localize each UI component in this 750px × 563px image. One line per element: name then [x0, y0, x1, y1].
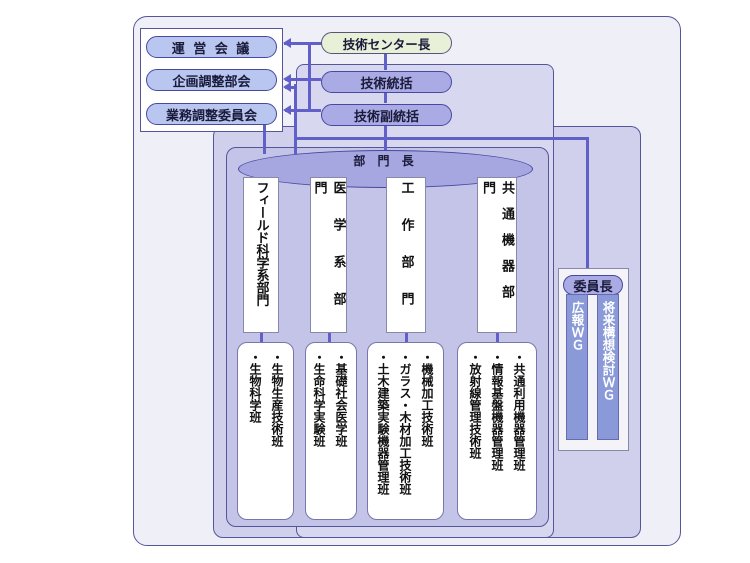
connector-gm-committee: [285, 78, 321, 81]
dept-field-science: フィールド科学系部門: [243, 177, 279, 333]
team-civil-engineering: ・土木建築実験機器管理班: [376, 351, 390, 495]
general-manager-node: 技術統括: [321, 71, 452, 93]
team-info-infrastructure: ・情報基盤機器管理班: [490, 351, 504, 471]
division-head-label: 部 門 長: [353, 153, 418, 168]
team-bio-production: ・生物生産技術班: [270, 351, 284, 447]
wg-public-relations: 広報ＷＧ: [566, 294, 588, 440]
connector-gm-deputy: [384, 93, 387, 103]
wg-future-planning-label: 将来構想検討ＷＧ: [600, 301, 616, 401]
connector-director-committee: [284, 42, 322, 45]
connector-planning-down: [294, 84, 297, 154]
team-social-medicine: ・基礎社会医学班: [334, 351, 348, 447]
connector-director-gm: [384, 52, 387, 70]
arrowhead-planning-2: [283, 82, 291, 92]
team-radiation: ・放射線管理技術班: [468, 351, 482, 459]
connector-dept3-team: [405, 332, 408, 344]
committee-operations-meeting: 運 営 会 議: [146, 36, 277, 58]
team-bio-science: ・生物科学班: [248, 351, 262, 423]
director-node: 技術センター長: [321, 32, 452, 54]
arrowhead-operations: [283, 38, 291, 48]
committee-chair-node: 委員長: [563, 275, 623, 295]
arrowhead-business: [283, 105, 291, 115]
committee-operations-coordination: 業務調整委員会: [146, 103, 277, 125]
team-life-science: ・生命科学実験班: [312, 351, 326, 447]
teams-common-equipment: ・共通利用機器管理班 ・情報基盤機器管理班 ・放射線管理技術班: [457, 342, 537, 520]
connector-dept2-team: [328, 332, 331, 344]
dept-workshop: 工作部門: [386, 177, 426, 333]
connector-side-vertical: [308, 44, 311, 110]
connector-main-horizontal: [294, 137, 587, 140]
dept-medical-label: 医学系部門: [311, 181, 346, 329]
connector-to-chair: [586, 137, 589, 277]
connector-dept1-team: [260, 332, 263, 344]
dept-workshop-label: 工作部門: [398, 181, 414, 329]
wg-public-relations-label: 広報ＷＧ: [569, 301, 585, 351]
committee-planning-subcommittee: 企画調整部会: [146, 69, 277, 91]
dept-common-equipment-label: 共通機器部門: [480, 181, 514, 311]
connector-dept4-team: [496, 332, 499, 344]
team-glass-wood: ・ガラス・木材加工技術班: [398, 351, 412, 495]
arrowhead-planning: [283, 74, 291, 84]
team-machining: ・機械加工技術班: [420, 351, 434, 447]
dept-common-equipment: 共通機器部門: [477, 177, 517, 333]
dept-field-science-label: フィールド科学系部門: [253, 181, 269, 306]
dept-medical: 医学系部門: [310, 177, 347, 333]
team-shared-equipment: ・共通利用機器管理班: [512, 351, 526, 471]
connector-committee-division: [263, 125, 266, 154]
teams-field-science: ・生物生産技術班 ・生物科学班: [237, 342, 294, 520]
teams-medical: ・基礎社会医学班 ・生命科学実験班: [305, 342, 357, 520]
connector-planning-side: [285, 86, 297, 89]
teams-workshop: ・機械加工技術班 ・ガラス・木材加工技術班 ・土木建築実験機器管理班: [367, 342, 444, 520]
connector-deputy-committee: [285, 109, 321, 112]
wg-future-planning: 将来構想検討ＷＧ: [597, 294, 619, 440]
deputy-manager-node: 技術副統括: [321, 104, 452, 126]
